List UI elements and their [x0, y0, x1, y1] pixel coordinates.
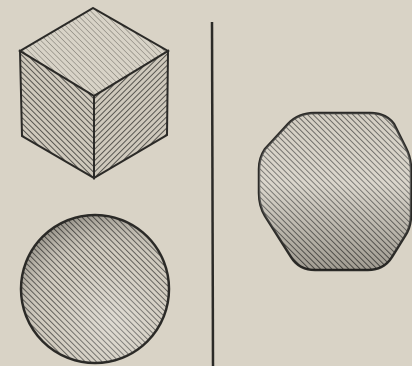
vertical-divider-line: [212, 22, 213, 366]
sphere-shading: [22, 216, 168, 362]
hatched-sphere: [21, 215, 169, 363]
